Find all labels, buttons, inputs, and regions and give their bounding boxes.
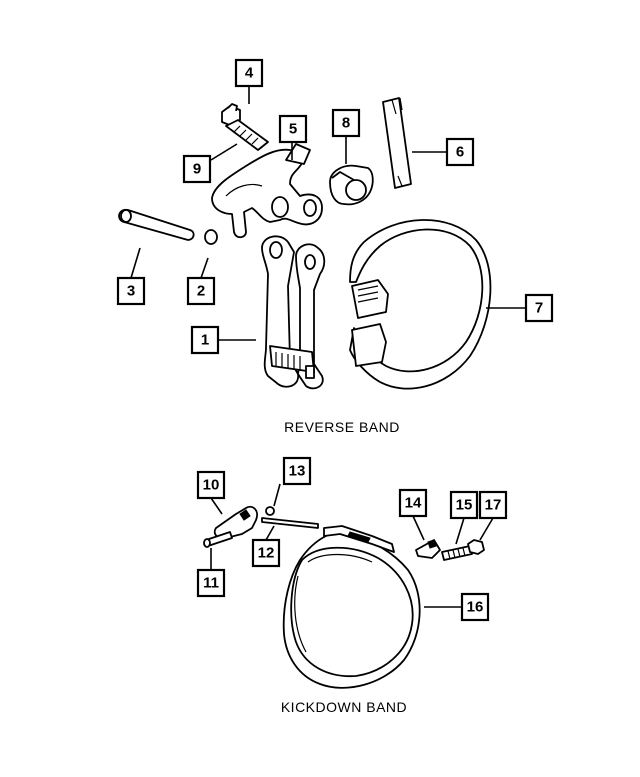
callout-5-number: 5 [289, 121, 297, 138]
callout-8-number: 8 [342, 115, 350, 132]
callout-16: 16 [460, 592, 490, 622]
callout-9: 9 [182, 154, 212, 184]
part-6-strut [382, 97, 412, 189]
part-5-lever [211, 143, 323, 239]
part-8-block [329, 164, 374, 206]
callout-13: 13 [282, 456, 312, 486]
callout-2-number: 2 [197, 283, 205, 300]
callout-12-number: 12 [258, 545, 275, 562]
callout-7-number: 7 [535, 300, 543, 317]
part-16-kickdown-band [282, 525, 421, 689]
callout-15-number: 15 [456, 497, 473, 514]
part-7-reverse-band [349, 219, 492, 390]
leader-lines [130, 87, 526, 608]
reverse-band-label: REVERSE BAND [284, 419, 400, 435]
part-9-adjusting-bolt [225, 119, 269, 151]
callout-16-number: 16 [467, 599, 484, 616]
callout-2: 2 [186, 276, 216, 306]
part-13-ball [265, 506, 275, 516]
part-2-oring [204, 229, 218, 245]
callout-11-number: 11 [203, 575, 219, 592]
callout-17-number: 17 [485, 497, 502, 514]
callout-1: 1 [190, 325, 220, 355]
callout-3-number: 3 [127, 283, 135, 300]
part-4-fitting [221, 103, 241, 127]
callout-5: 5 [278, 114, 308, 144]
callout-6: 6 [445, 137, 475, 167]
callout-4: 4 [234, 58, 264, 88]
callout-1-number: 1 [201, 332, 209, 349]
callout-15: 15 [449, 490, 479, 520]
callout-14: 14 [398, 488, 428, 518]
part-3-pin [118, 208, 195, 241]
part-15-adjusting-screw [441, 545, 473, 561]
part-14-wedge [415, 539, 441, 559]
part-11-pin [203, 531, 233, 548]
part-12-rod [261, 517, 319, 529]
callout-10: 10 [196, 470, 226, 500]
callout-12: 12 [251, 538, 281, 568]
part-10-anchor [213, 505, 258, 540]
callout-13-number: 13 [289, 463, 306, 480]
callout-11: 11 [196, 568, 226, 598]
kickdown-band-label: KICKDOWN BAND [281, 699, 407, 715]
callout-10-number: 10 [203, 477, 220, 494]
callout-3: 3 [116, 276, 146, 306]
part-1-link [261, 235, 326, 390]
part-17-nut [467, 539, 485, 555]
callout-8: 8 [331, 108, 361, 138]
callout-17: 17 [478, 490, 508, 520]
callout-9-number: 9 [193, 161, 201, 178]
callout-4-number: 4 [245, 65, 254, 82]
callout-14-number: 14 [405, 495, 422, 512]
callout-6-number: 6 [456, 144, 464, 161]
callout-7: 7 [524, 293, 554, 323]
